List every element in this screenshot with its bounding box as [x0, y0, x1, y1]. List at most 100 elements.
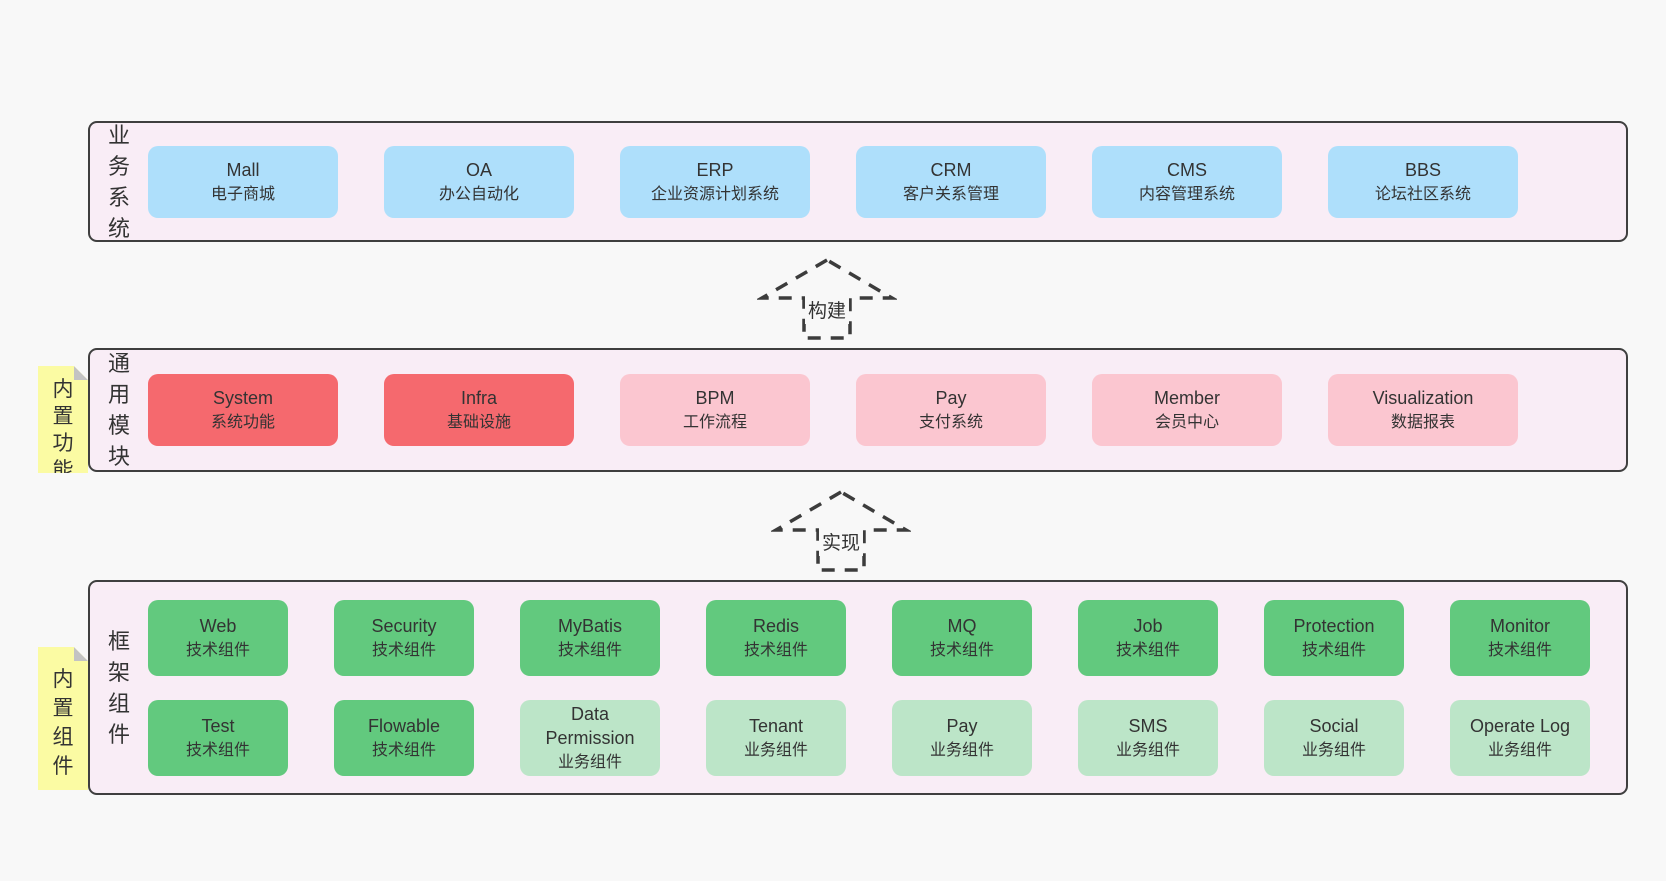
box-subtitle: 论坛社区系统 — [1374, 185, 1471, 203]
box-subtitle: 业务组件 — [1487, 741, 1552, 759]
box-subtitle: 技术组件 — [371, 641, 436, 659]
arrow-implement-label: 实现 — [818, 527, 864, 556]
box-title: CRM — [930, 159, 972, 180]
box-subtitle: 系统功能 — [210, 414, 275, 431]
box-redis: Redis 技术组件 — [706, 599, 846, 676]
box-title: MyBatis — [557, 615, 622, 636]
box-web: Web 技术组件 — [148, 599, 288, 676]
box-flowable: Flowable 技术组件 — [334, 699, 474, 776]
box-title: CMS — [1167, 159, 1207, 180]
box-subtitle: 技术组件 — [371, 741, 436, 759]
box-subtitle: 技术组件 — [1487, 641, 1552, 659]
box-subtitle: 企业资源计划系统 — [650, 185, 779, 203]
sticky-note-text: 内置功能 — [52, 378, 74, 482]
box-sms: SMS 业务组件 — [1078, 699, 1218, 776]
box-subtitle: 内容管理系统 — [1138, 185, 1235, 203]
dashed-up-arrow-icon — [771, 489, 911, 572]
box-infra: Infra 基础设施 — [384, 374, 574, 446]
box-mybatis: MyBatis 技术组件 — [520, 599, 660, 676]
box-title: Member — [1153, 388, 1220, 408]
box-subtitle: 技术组件 — [743, 641, 808, 659]
box-oa: OA 办公自动化 — [384, 145, 574, 218]
box-title: Tenant — [748, 715, 804, 736]
arrow-implement: 实现 — [771, 487, 911, 573]
box-title: Pay — [946, 715, 978, 736]
box-subtitle: 技术组件 — [929, 641, 994, 659]
box-subtitle: 技术组件 — [557, 641, 622, 659]
box-job: Job 技术组件 — [1078, 599, 1218, 676]
box-mall: Mall 电子商城 — [148, 145, 338, 218]
box-title: OA — [465, 159, 492, 180]
band-label-text: 通用模块 — [107, 351, 130, 469]
box-operate-log: Operate Log 业务组件 — [1450, 699, 1590, 776]
sticky-note-builtin-features: 内置功能 — [38, 366, 88, 473]
folded-corner-icon — [74, 366, 88, 380]
box-subtitle: 业务组件 — [557, 753, 622, 771]
box-title: System — [212, 388, 273, 408]
box-member: Member 会员中心 — [1092, 374, 1282, 446]
box-title: Flowable — [367, 715, 441, 736]
band-common-modules: 通用模块 System 系统功能 Infra 基础设施 BPM 工作流程 Pay… — [88, 348, 1628, 472]
box-subtitle: 电子商城 — [210, 185, 275, 203]
box-title: Security — [371, 615, 437, 636]
box-mq: MQ 技术组件 — [892, 599, 1032, 676]
folded-corner-icon — [74, 647, 88, 661]
framework-components-grid: Web 技术组件 Security 技术组件 MyBatis 技术组件 Redi… — [148, 582, 1626, 793]
box-tenant: Tenant 业务组件 — [706, 699, 846, 776]
box-subtitle: 会员中心 — [1154, 414, 1219, 431]
box-title: Protection — [1293, 615, 1375, 636]
band-label-text: 框架组件 — [107, 628, 130, 747]
box-title: Social — [1309, 715, 1359, 736]
box-title: BBS — [1404, 159, 1442, 180]
box-cms: CMS 内容管理系统 — [1092, 145, 1282, 218]
box-test: Test 技术组件 — [148, 699, 288, 776]
box-visualization: Visualization 数据报表 — [1328, 374, 1518, 446]
box-erp: ERP 企业资源计划系统 — [620, 145, 810, 218]
box-crm: CRM 客户关系管理 — [856, 145, 1046, 218]
box-pay: Pay 支付系统 — [856, 374, 1046, 446]
framework-components-row-1: Web 技术组件 Security 技术组件 MyBatis 技术组件 Redi… — [148, 599, 1590, 676]
box-bbs: BBS 论坛社区系统 — [1328, 145, 1518, 218]
box-subtitle: 技术组件 — [1115, 641, 1180, 659]
box-security: Security 技术组件 — [334, 599, 474, 676]
box-title: Mall — [226, 159, 260, 180]
box-title: Web — [199, 615, 237, 636]
box-title: BPM — [695, 388, 735, 408]
band-label-common-modules: 通用模块 — [90, 350, 148, 470]
box-protection: Protection 技术组件 — [1264, 599, 1404, 676]
arrow-build-label: 构建 — [804, 295, 850, 324]
box-pay-business: Pay 业务组件 — [892, 699, 1032, 776]
box-title: Test — [201, 715, 235, 736]
box-title: Infra — [460, 388, 498, 408]
box-title: Redis — [752, 615, 800, 636]
box-subtitle: 业务组件 — [1115, 741, 1180, 759]
business-systems-row: Mall 电子商城 OA 办公自动化 ERP 企业资源计划系统 CRM 客户关系… — [148, 123, 1626, 240]
box-subtitle: 支付系统 — [918, 414, 983, 431]
box-title: Operate Log — [1469, 715, 1571, 736]
box-subtitle: 业务组件 — [1301, 741, 1366, 759]
box-social: Social 业务组件 — [1264, 699, 1404, 776]
band-framework-components: 框架组件 Web 技术组件 Security 技术组件 MyBatis 技术组件… — [88, 580, 1628, 795]
box-monitor: Monitor 技术组件 — [1450, 599, 1590, 676]
common-modules-row: System 系统功能 Infra 基础设施 BPM 工作流程 Pay 支付系统… — [148, 350, 1626, 470]
band-label-business-systems: 业务系统 — [90, 123, 148, 241]
band-label-framework-components: 框架组件 — [90, 582, 148, 793]
box-subtitle: 基础设施 — [446, 414, 511, 431]
box-title: MQ — [947, 615, 977, 636]
box-subtitle: 技术组件 — [185, 741, 250, 759]
box-title: SMS — [1128, 715, 1168, 736]
box-title: Visualization — [1372, 388, 1474, 408]
box-subtitle: 业务组件 — [929, 741, 994, 759]
box-bpm: BPM 工作流程 — [620, 374, 810, 446]
box-subtitle: 技术组件 — [185, 641, 250, 659]
box-subtitle: 工作流程 — [682, 414, 747, 431]
box-title: Data Permission — [545, 703, 635, 748]
box-data-permission: Data Permission 业务组件 — [520, 699, 660, 776]
box-title: Monitor — [1489, 615, 1551, 636]
dashed-up-arrow-icon — [757, 257, 897, 340]
box-title: Pay — [935, 388, 967, 408]
box-subtitle: 办公自动化 — [438, 185, 519, 203]
box-subtitle: 技术组件 — [1301, 641, 1366, 659]
band-business-systems: 业务系统 Mall 电子商城 OA 办公自动化 ERP 企业资源计划系统 CRM… — [88, 121, 1628, 242]
box-system: System 系统功能 — [148, 374, 338, 446]
